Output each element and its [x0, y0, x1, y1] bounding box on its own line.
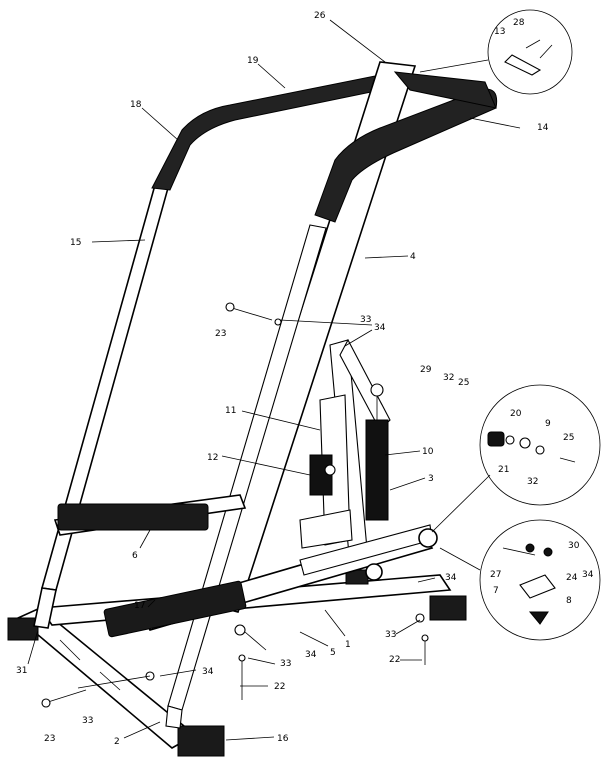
part-labels: 26 28 13 19 14 18 15 4 33 34 23 29 32 25…	[16, 11, 594, 747]
label-33-b: 33	[385, 630, 396, 640]
label-3: 3	[428, 474, 434, 484]
label-12: 12	[207, 453, 218, 463]
label-1: 1	[345, 640, 351, 650]
label-32-a: 32	[443, 373, 454, 383]
label-2: 2	[114, 737, 120, 747]
front-foot	[177, 725, 225, 757]
label-5: 5	[330, 648, 336, 658]
label-33-a: 33	[360, 315, 371, 325]
label-16: 16	[277, 734, 289, 744]
label-30: 30	[568, 541, 580, 551]
handlebar-assembly	[33, 61, 498, 729]
label-10: 10	[422, 447, 434, 457]
label-25-b: 25	[563, 433, 574, 443]
label-22-a: 22	[389, 655, 400, 665]
label-15: 15	[70, 238, 81, 248]
detail-30-24	[439, 519, 601, 641]
label-26: 26	[314, 11, 326, 21]
pedal-17	[103, 580, 247, 638]
label-33-c: 33	[280, 659, 291, 669]
label-34-e: 34	[202, 667, 214, 677]
label-8: 8	[566, 596, 572, 606]
label-9: 9	[545, 419, 551, 429]
label-14: 14	[537, 123, 549, 133]
rear-foot-left	[7, 617, 39, 641]
label-29: 29	[420, 365, 432, 375]
label-17: 17	[134, 601, 145, 611]
label-4: 4	[410, 252, 416, 262]
label-11: 11	[225, 406, 236, 416]
label-13: 13	[494, 27, 505, 37]
label-27: 27	[490, 570, 501, 580]
label-23-b: 23	[44, 734, 55, 744]
label-24: 24	[566, 573, 578, 583]
label-31: 31	[16, 666, 27, 676]
label-34-c: 34	[445, 573, 457, 583]
leader-lines	[27, 19, 521, 741]
label-25-a: 25	[458, 378, 469, 388]
rear-foot-right	[429, 595, 467, 621]
central-mechanism	[299, 338, 391, 567]
pedal-6	[57, 503, 209, 531]
label-34-d: 34	[305, 650, 317, 660]
detail-20-9	[431, 384, 601, 533]
label-19: 19	[247, 56, 259, 66]
label-18: 18	[130, 100, 142, 110]
label-23-a: 23	[215, 329, 226, 339]
shock-absorber	[365, 419, 389, 521]
label-33-d: 33	[82, 716, 93, 726]
label-34-b: 34	[582, 570, 594, 580]
label-34-a: 34	[374, 323, 386, 333]
detail-13-28	[419, 9, 573, 95]
label-21: 21	[498, 465, 509, 475]
label-7: 7	[493, 586, 499, 596]
label-28: 28	[513, 18, 525, 28]
label-20: 20	[510, 409, 522, 419]
label-22-b: 22	[274, 682, 285, 692]
label-6: 6	[132, 551, 138, 561]
label-32-b: 32	[527, 477, 538, 487]
